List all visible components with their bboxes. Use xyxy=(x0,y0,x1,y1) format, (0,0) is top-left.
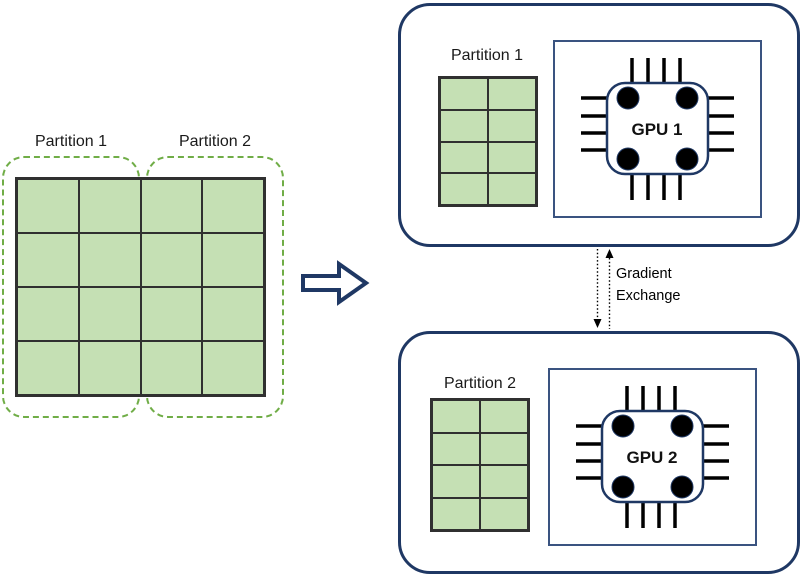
grid-cell xyxy=(17,179,79,233)
gpu2-container-box: Partition 2 xyxy=(398,331,800,574)
grid-cell xyxy=(202,233,264,287)
grid-cell xyxy=(488,141,536,174)
grid-cell xyxy=(440,173,488,205)
grid-cell xyxy=(432,432,480,465)
grid-cell xyxy=(480,497,528,530)
gpu1-container-box: Partition 1 xyxy=(398,3,800,247)
gradient-exchange-line1: Gradient xyxy=(616,266,672,282)
gpu2-partition-label: Partition 2 xyxy=(443,375,517,392)
gpu1-partition-label: Partition 1 xyxy=(450,47,524,64)
grid-cell xyxy=(17,287,79,341)
gpu-chip-icon: GPU 2 xyxy=(576,386,729,528)
grid-cell xyxy=(17,233,79,287)
grid-cell xyxy=(480,465,528,498)
grid-cell xyxy=(432,465,480,498)
grid-cell xyxy=(480,400,528,433)
grid-cell xyxy=(432,497,480,530)
grid-cell xyxy=(488,78,536,110)
grid-cell xyxy=(480,432,528,465)
gpu1-partition-grid xyxy=(438,76,538,207)
grid-cell xyxy=(440,141,488,174)
gpu2-label: GPU 2 xyxy=(626,448,677,467)
right-arrow-icon xyxy=(301,260,370,306)
grid-cell xyxy=(440,109,488,142)
gpu2-partition-grid xyxy=(430,398,530,532)
gpu2-chip-frame: GPU 2 xyxy=(548,368,757,546)
gradient-exchange-line2: Exchange xyxy=(616,288,681,304)
gradient-exchange-label: Gradient Exchange xyxy=(616,263,681,307)
grid-cell xyxy=(78,341,141,395)
grid-cell xyxy=(202,179,264,233)
gpu-chip-icon: GPU 1 xyxy=(581,58,734,200)
gpu1-label: GPU 1 xyxy=(631,120,682,139)
grid-cell xyxy=(78,233,141,287)
left-partition1-label: Partition 1 xyxy=(34,133,108,150)
grid-cell xyxy=(488,173,536,205)
grid-cell xyxy=(202,341,264,395)
grid-cell xyxy=(140,341,203,395)
grid-cell xyxy=(17,341,79,395)
grid-cell xyxy=(140,287,203,341)
grid-cell xyxy=(78,287,141,341)
grid-cell xyxy=(432,400,480,433)
gpu1-chip-frame: GPU 1 xyxy=(553,40,762,218)
grid-cell xyxy=(488,109,536,142)
grid-cell xyxy=(440,78,488,110)
grid-cell xyxy=(78,179,141,233)
grid-cell xyxy=(140,233,203,287)
grid-cell xyxy=(202,287,264,341)
gradient-exchange-arrows-icon xyxy=(593,249,614,329)
grid-cell xyxy=(140,179,203,233)
left-partition2-label: Partition 2 xyxy=(178,133,252,150)
left-data-grid xyxy=(15,177,266,397)
